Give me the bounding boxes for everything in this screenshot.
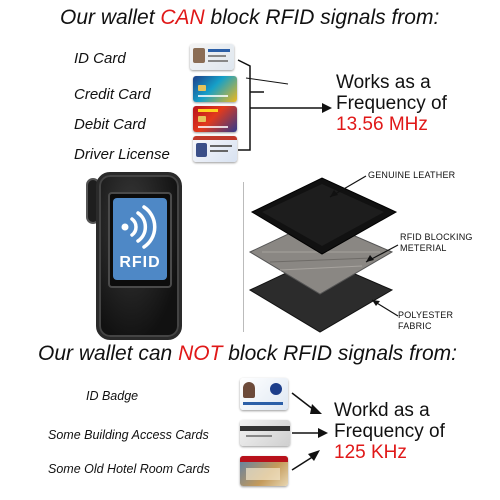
top-item-driver-license: Driver License	[74, 146, 170, 163]
building-access-card-image	[240, 420, 290, 446]
top-frequency-line1: Works as a	[336, 72, 431, 93]
label-rfid-blocking: RFID BLOCKING METERIAL	[400, 232, 473, 254]
label-genuine-leather: GENUINE LEATHER	[368, 170, 456, 180]
rfid-badge-text: RFID	[119, 254, 161, 271]
credit-card-image	[193, 76, 237, 102]
top-headline-pre: Our wallet	[60, 6, 161, 29]
bottom-item-id-badge: ID Badge	[86, 389, 139, 403]
top-frequency-line2: Frequency of	[336, 93, 447, 114]
rfid-badge: RFID	[113, 198, 167, 280]
top-headline: Our wallet CAN block RFID signals from:	[60, 6, 439, 30]
label-polyester-line2: FABRIC	[398, 321, 432, 331]
bottom-headline-highlight: NOT	[178, 342, 223, 365]
id-badge-image	[240, 378, 288, 410]
top-item-debit-card: Debit Card	[74, 116, 146, 133]
id-card-image	[190, 44, 234, 70]
bottom-headline: Our wallet can NOT block RFID signals fr…	[38, 342, 457, 366]
wallet-image: RFID	[86, 172, 182, 342]
wireless-signal-icon	[121, 205, 157, 249]
vertical-divider	[243, 182, 244, 332]
label-polyester-line1: POLYESTER	[398, 310, 454, 320]
bottom-frequency-value: 125 KHz	[334, 442, 407, 463]
driver-license-image	[193, 136, 237, 162]
label-rfid-blocking-line2: METERIAL	[400, 243, 447, 253]
bottom-item-hotel-cards: Some Old Hotel Room Cards	[48, 462, 210, 476]
top-item-id-card: ID Card	[74, 50, 126, 67]
top-headline-post: block RFID signals from:	[204, 6, 440, 29]
top-headline-highlight: CAN	[160, 6, 205, 29]
bottom-frequency-text: Workd as a Frequency of 125 KHz	[334, 400, 445, 463]
bottom-item-building-cards: Some Building Access Cards	[48, 428, 209, 442]
label-polyester-fabric: POLYESTER FABRIC	[398, 310, 453, 332]
bottom-frequency-line2: Frequency of	[334, 421, 445, 442]
top-frequency-text: Works as a Frequency of 13.56 MHz	[336, 72, 447, 135]
debit-card-image	[193, 106, 237, 132]
top-frequency-value: 13.56 MHz	[336, 114, 428, 135]
bottom-frequency-line1: Workd as a	[334, 400, 430, 421]
top-item-credit-card: Credit Card	[74, 86, 151, 103]
hotel-room-card-image	[240, 456, 288, 486]
label-rfid-blocking-line1: RFID BLOCKING	[400, 232, 473, 242]
bottom-headline-post: block RFID signals from:	[222, 342, 457, 365]
bottom-headline-pre: Our wallet can	[38, 342, 179, 365]
